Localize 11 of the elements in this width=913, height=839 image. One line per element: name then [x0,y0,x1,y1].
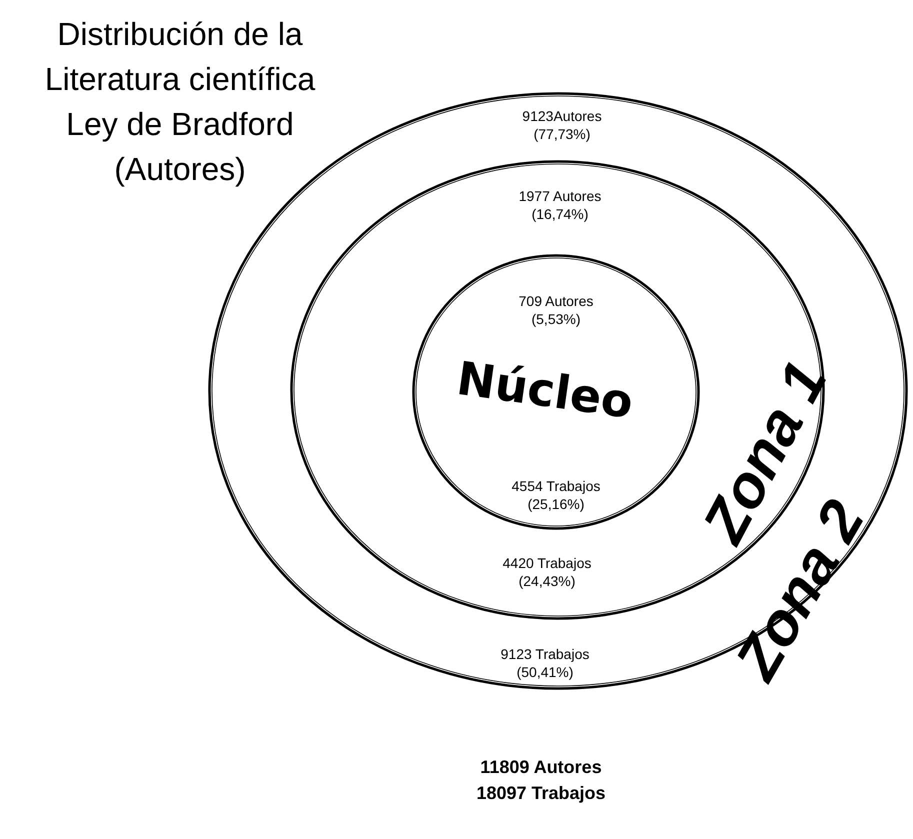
total-label: 11809 Autores [480,756,602,779]
zone-ellipse [412,254,700,530]
count-label: 709 Autores (5,53%) [518,292,594,328]
core-label: Núcleo [454,352,636,428]
count-label: 4420 Trabajos (24,43%) [502,554,592,590]
count-label: 4554 Trabajos (25,16%) [510,477,602,513]
count-label: 1977 Autores (16,74%) [518,187,602,223]
title: Distribución de la Literatura científica Ley de Bradford (Autores) [44,15,316,189]
total-label: 18097 Trabajos [476,782,606,805]
count-label: 9123Autores (77,73%) [521,107,603,143]
count-label: 9123 Trabajos (50,41%) [500,645,590,681]
